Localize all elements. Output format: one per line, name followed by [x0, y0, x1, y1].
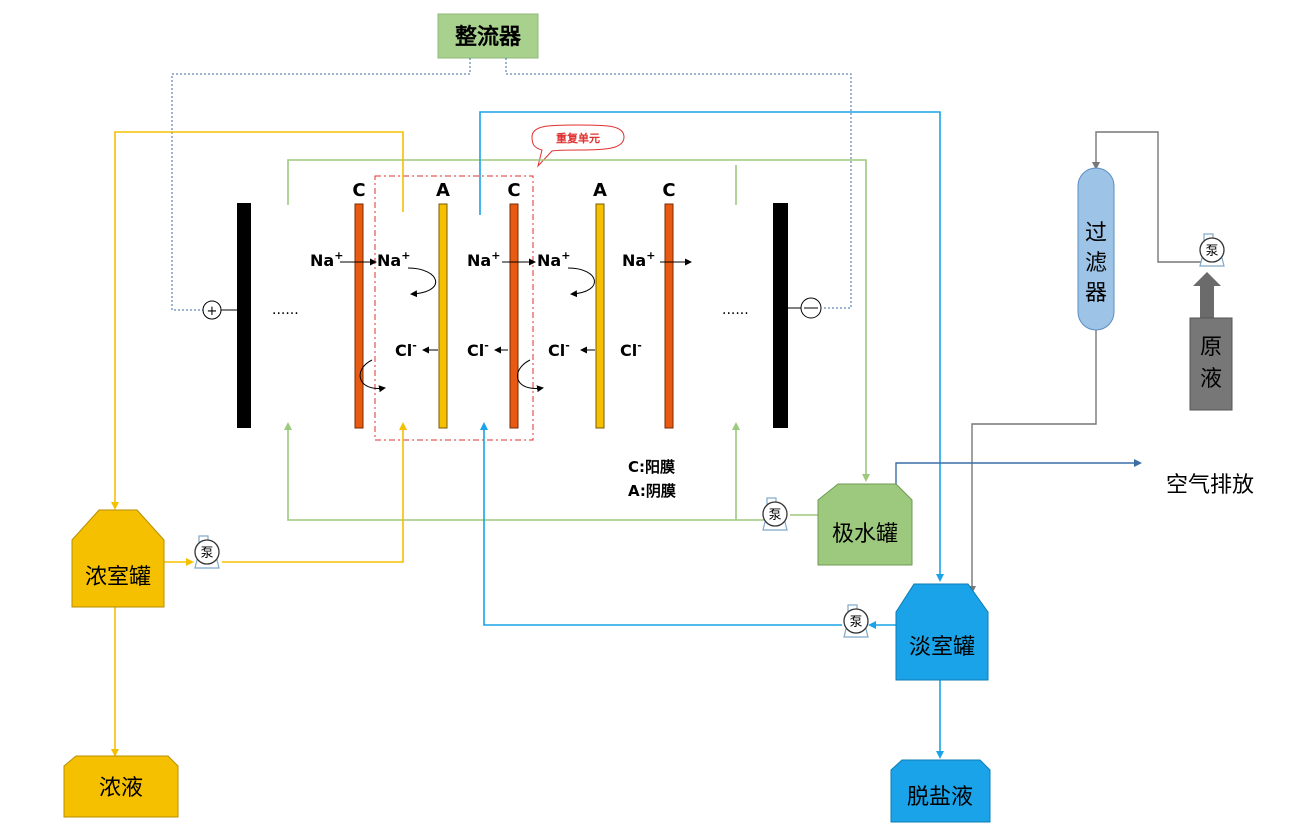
repeat-unit-label: 重复单元: [556, 131, 600, 145]
electrode-water-tank-label: 极水罐: [832, 522, 898, 547]
cathode-terminal: [788, 297, 822, 319]
concentrate-tank: 浓室罐: [71, 509, 165, 608]
ion-cl-2: Cl-: [467, 339, 489, 360]
cathode-electrode: [773, 203, 788, 428]
membrane-a2: [595, 203, 605, 429]
ion-na-3: Na+: [467, 249, 500, 270]
membrane-label-1: C: [352, 180, 365, 201]
repeat-unit-callout: 重复单元: [531, 124, 625, 168]
concentrate-output-label: 浓液: [99, 776, 143, 801]
dilute-lines: [479, 111, 944, 759]
legend-cation: C:阳膜: [628, 458, 675, 476]
raw-liquid-label-1: 原: [1200, 335, 1222, 360]
ion-na-4: Na+: [537, 249, 570, 270]
ion-arrows: [340, 258, 692, 393]
pump-dilute-label: 泵: [849, 615, 862, 630]
dilute-tank-label: 淡室罐: [909, 635, 975, 660]
legend-anion: A:阴膜: [628, 482, 676, 500]
rectifier-label: 整流器: [455, 24, 522, 50]
concentrate-lines: [111, 131, 407, 757]
pump-electrode-water: 泵: [762, 497, 788, 531]
ellipsis-right: ......: [722, 302, 749, 318]
ion-na-1: Na+: [310, 249, 343, 270]
anode-terminal: +: [202, 300, 237, 320]
raw-liquid: 原 液: [1189, 272, 1233, 411]
repeat-unit-box: [374, 175, 534, 441]
anode-electrode: [237, 203, 251, 428]
membrane-a1: [438, 203, 448, 429]
pump-dilute: 泵: [843, 604, 869, 638]
concentrate-output: 浓液: [63, 755, 179, 818]
pump-concentrate-label: 泵: [200, 546, 213, 561]
air-vent-label: 空气排放: [1166, 473, 1254, 498]
membrane-label-2: A: [436, 180, 450, 201]
desalted-output-label: 脱盐液: [907, 785, 973, 810]
membrane-label-4: A: [593, 180, 607, 201]
filter-label-3: 器: [1085, 281, 1107, 306]
filter: 过 滤 器: [1077, 167, 1115, 331]
desalted-output: 脱盐液: [890, 759, 991, 823]
ions: Na+ Na+ Na+ Na+ Na+ Cl- Cl- Cl- Cl-: [310, 249, 655, 360]
membrane-c3: [664, 203, 674, 429]
ion-cl-1: Cl-: [395, 339, 417, 360]
ion-na-2: Na+: [377, 249, 410, 270]
membrane-c1: [354, 203, 364, 429]
membrane-c2: [509, 203, 519, 429]
pump-electrode-water-label: 泵: [768, 508, 781, 523]
electrode-water-lines: [284, 159, 870, 521]
air-vent-line: [895, 459, 1142, 492]
anode-symbol: +: [207, 304, 218, 319]
dilute-tank: 淡室罐: [895, 583, 989, 681]
membranes: [354, 203, 674, 429]
electrode-water-tank: 极水罐: [817, 483, 913, 566]
power-wires: [171, 58, 852, 311]
membrane-label-3: C: [507, 180, 520, 201]
membrane-label-5: C: [662, 180, 675, 201]
pump-raw-feed-label: 泵: [1205, 244, 1218, 259]
ellipsis-left: ......: [272, 302, 299, 318]
ion-cl-4: Cl-: [620, 339, 642, 360]
pump-raw-feed: 泵: [1199, 233, 1225, 267]
ion-na-5: Na+: [622, 249, 655, 270]
filter-label-1: 过: [1085, 221, 1107, 246]
filter-label-2: 滤: [1085, 251, 1107, 276]
raw-liquid-label-2: 液: [1200, 367, 1222, 392]
rectifier: 整流器: [437, 13, 539, 59]
ion-cl-3: Cl-: [548, 339, 570, 360]
pump-concentrate: 泵: [194, 535, 220, 569]
concentrate-tank-label: 浓室罐: [85, 565, 151, 590]
